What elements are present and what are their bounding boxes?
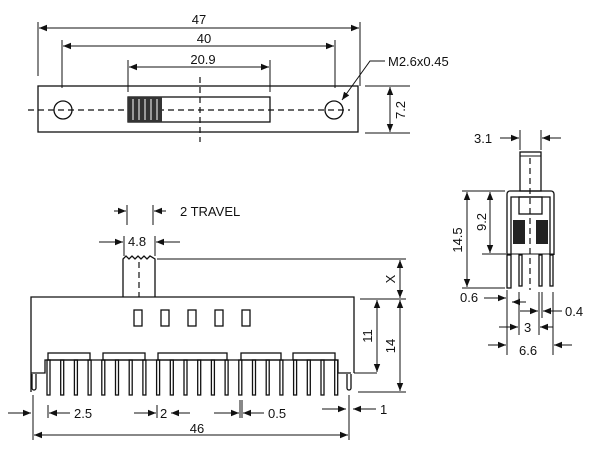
terminal-pin: [73, 359, 79, 396]
dim-slot-length: 20.9: [190, 52, 215, 67]
terminal-pin: [114, 359, 120, 396]
hole-callout: M2.6x0.45: [388, 54, 449, 69]
terminal-pin: [46, 359, 51, 396]
terminal-pin: [224, 359, 229, 396]
terminal-pin: [101, 359, 106, 396]
terminal-pin: [210, 359, 216, 396]
dim-travel: 2 TRAVEL: [180, 204, 240, 219]
terminal-pin: [306, 359, 311, 396]
terminal-pin: [169, 359, 174, 396]
knurled-actuator: [128, 97, 162, 122]
terminal-pins: [46, 359, 339, 396]
side-view: 3.1 14.5 9.2 0.6 0.4 3 6.6: [450, 130, 583, 358]
front-body-outline: [30, 296, 355, 392]
dim-tab: 1: [380, 402, 387, 417]
side-dim-body-height: 9.2: [474, 213, 489, 231]
terminal-pin: [87, 359, 92, 396]
terminal-pin: [197, 359, 202, 396]
terminal-pin: [265, 359, 270, 396]
mount-tab-right: [346, 374, 352, 391]
side-dim-tab: 0.6: [460, 290, 478, 305]
terminal-pin: [155, 359, 161, 396]
side-dim-row: 3: [524, 320, 531, 335]
terminal-pin: [142, 359, 147, 396]
terminal-pin: [292, 359, 298, 396]
side-dim-actuator: 3.1: [474, 131, 492, 146]
terminal-pin: [60, 359, 65, 396]
dim-actuator-width: 4.8: [128, 234, 146, 249]
contact-housings: [47, 352, 336, 361]
dim-hole-spacing: 40: [197, 31, 211, 46]
terminal-pin: [238, 359, 243, 396]
front-view: 2 TRAVEL 4.8 X 14 11 2.5 2 0.5 1 46: [8, 204, 406, 440]
terminal-pin: [251, 359, 257, 396]
mount-hole-right: [324, 100, 344, 120]
side-dim-width: 6.6: [519, 343, 537, 358]
side-dim-pin: 0.4: [565, 304, 583, 319]
dim-gap: 2: [160, 406, 167, 421]
terminal-pin: [128, 359, 133, 396]
mount-tab-left: [31, 374, 37, 391]
top-body-outline: [37, 85, 359, 133]
contact-left: [513, 220, 525, 244]
terminal-pin: [183, 359, 188, 396]
terminal-pin: [320, 359, 325, 396]
dim-14: 14: [383, 339, 398, 353]
dim-overall-width: 46: [190, 421, 204, 436]
terminal-pin: [334, 359, 339, 396]
dim-pitch: 2.5: [74, 406, 92, 421]
contact-right: [536, 220, 548, 244]
side-body-outline: [506, 190, 555, 255]
dim-x: X: [383, 274, 398, 283]
front-actuator: [122, 255, 156, 297]
terminal-pin: [279, 359, 284, 396]
side-dim-overall-height: 14.5: [450, 227, 465, 252]
dim-width: 7.2: [393, 101, 408, 119]
dim-11: 11: [360, 329, 375, 343]
actuator-windows: [133, 309, 251, 327]
dim-overall-length: 47: [192, 12, 206, 27]
dim-pin-width: 0.5: [268, 406, 286, 421]
side-pins: [506, 254, 554, 289]
top-view: 47 40 20.9 7.2 M2.6x0.45: [28, 12, 449, 142]
mount-hole-left: [53, 100, 73, 120]
